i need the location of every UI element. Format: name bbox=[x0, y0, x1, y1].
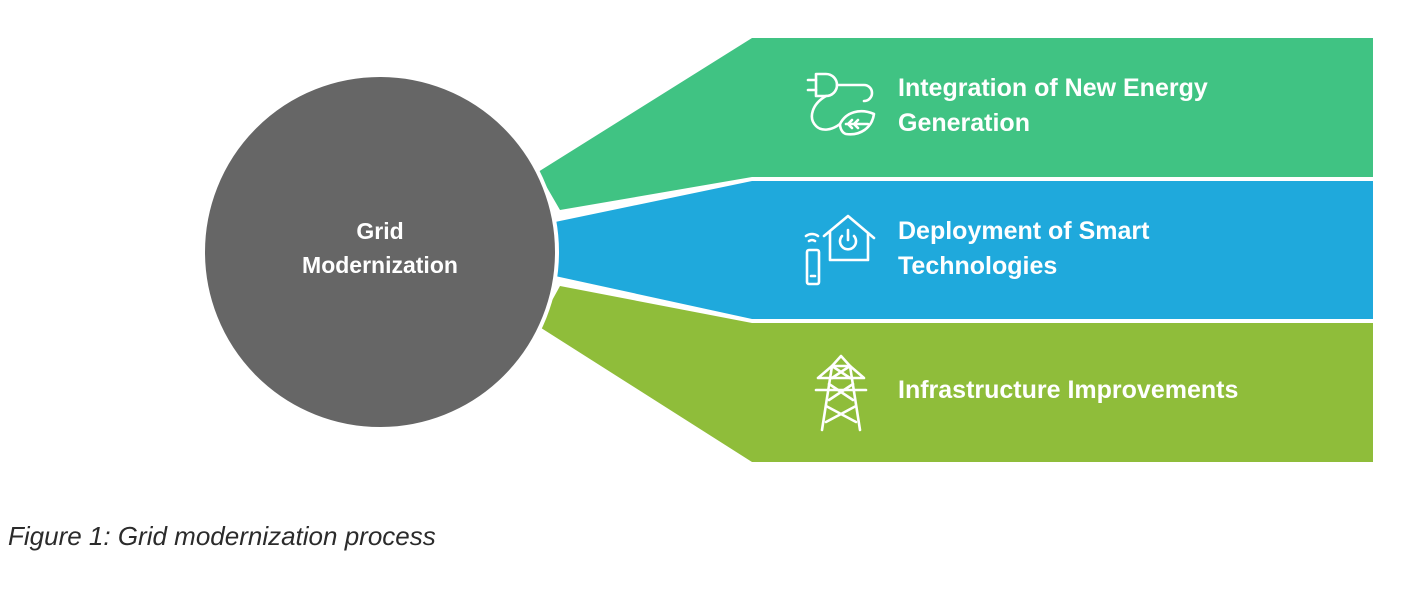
power-tower-icon bbox=[814, 354, 868, 432]
branch-label-smart-technologies-line-2: Technologies bbox=[898, 252, 1058, 280]
center-label: Grid Modernization bbox=[205, 214, 555, 282]
branch-shape-energy-generation bbox=[538, 38, 1373, 210]
smart-home-icon bbox=[804, 214, 876, 286]
center-label-line-2: Modernization bbox=[302, 252, 458, 278]
branch-label-smart-technologies-line-1: Deployment of Smart bbox=[898, 217, 1150, 245]
plug-leaf-icon bbox=[806, 72, 876, 136]
branch-label-infrastructure: Infrastructure Improvements bbox=[898, 373, 1338, 408]
diagram-shapes bbox=[201, 38, 1373, 462]
branch-label-energy-generation: Integration of New Energy Generation bbox=[898, 71, 1338, 141]
grid-modernization-diagram: Grid Modernization Integration of New En… bbox=[201, 38, 1373, 462]
branch-shape-infrastructure bbox=[538, 286, 1373, 462]
branch-label-infrastructure-line-1: Infrastructure Improvements bbox=[898, 376, 1239, 404]
branch-label-energy-generation-line-2: Generation bbox=[898, 109, 1030, 137]
figure-caption: Figure 1: Grid modernization process bbox=[8, 521, 436, 551]
branch-label-smart-technologies: Deployment of Smart Technologies bbox=[898, 214, 1338, 284]
branch-label-energy-generation-line-1: Integration of New Energy bbox=[898, 74, 1208, 102]
center-circle bbox=[201, 73, 559, 431]
center-label-line-1: Grid bbox=[356, 218, 404, 244]
branch-shape-smart-technologies bbox=[555, 181, 1373, 319]
